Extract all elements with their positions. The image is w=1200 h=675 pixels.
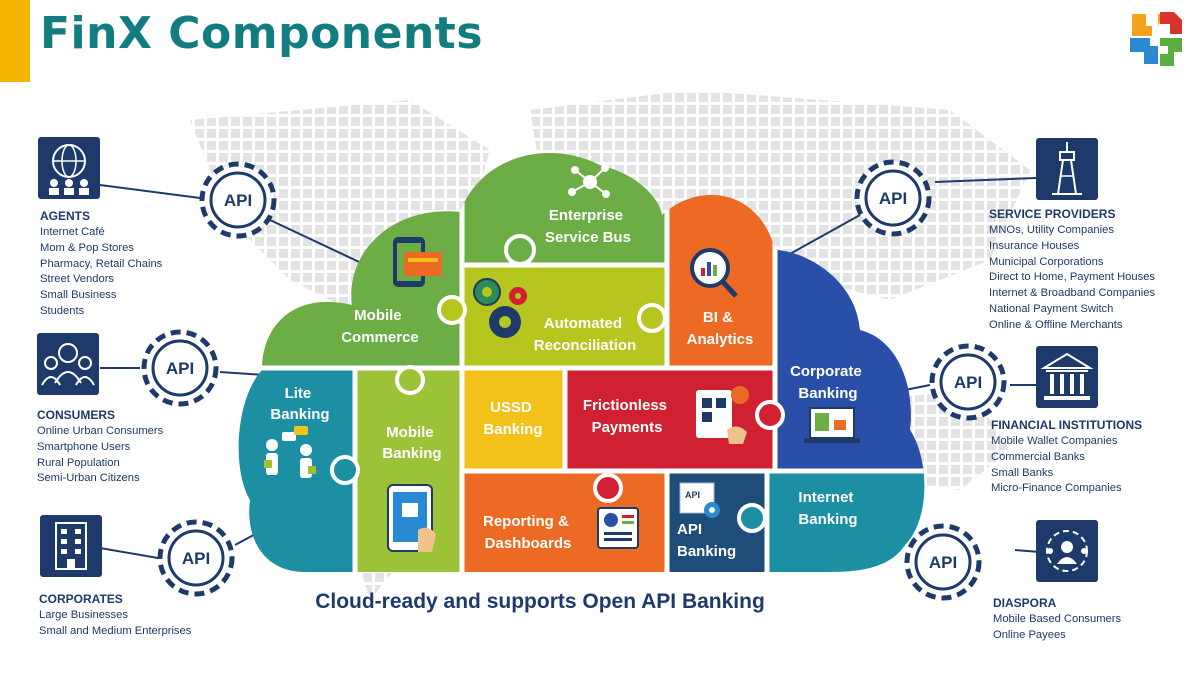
building-icon: [40, 515, 102, 577]
bank-icon: [1036, 346, 1098, 408]
api-gear-service-providers: API: [854, 159, 932, 237]
puzzle-knobs: [330, 234, 785, 533]
group-title-service-providers: SERVICE PROVIDERS: [989, 207, 1116, 221]
list-item: Pharmacy, Retail Chains: [40, 257, 163, 270]
segment-ussd-banking: [462, 368, 565, 471]
svg-text:API: API: [685, 490, 700, 500]
group-title-agents: AGENTS: [40, 209, 91, 223]
list-item: Online Payees: [993, 628, 1066, 641]
list-item: Online & Offline Merchants: [989, 318, 1123, 331]
group-title-consumers: CONSUMERS: [37, 408, 116, 422]
segment-frictionless-payments: [565, 368, 775, 471]
group-service-providers: SERVICE PROVIDERS MNOs, Utility Companie…: [989, 207, 1155, 334]
list-item: Direct to Home, Payment Houses: [989, 271, 1156, 284]
group-agents: AGENTS Internet Café Mom & Pop Stores Ph…: [40, 209, 162, 320]
api-gear-diaspora: API: [904, 523, 982, 601]
list-item: Students: [40, 304, 85, 317]
segment-label-bi-analytics: BI & Analytics: [687, 309, 754, 348]
global-network-icon: [1036, 520, 1098, 582]
api-gear-consumers: API: [141, 329, 219, 407]
page-title: FinX Components: [40, 8, 484, 59]
list-item: National Payment Switch: [989, 302, 1114, 315]
group-diaspora: DIASPORA Mobile Based Consumers Online P…: [993, 596, 1121, 644]
group-corporates: CORPORATES Large Businesses Small and Me…: [39, 592, 191, 640]
segment-label-automated-reconciliation: Automated Reconciliation: [534, 315, 637, 354]
group-title-diaspora: DIASPORA: [993, 596, 1057, 610]
list-item: Rural Population: [37, 456, 120, 469]
api-gear-financial-institutions: API: [929, 343, 1007, 421]
list-item: Small Business: [40, 289, 117, 302]
mobile-banking-phone-icon: [387, 484, 436, 552]
list-item: Commercial Banks: [991, 450, 1085, 463]
report-dashboard-icon: [597, 507, 639, 549]
qr-payment-phone-icon: [696, 386, 749, 444]
two-people-talking-icon: [264, 426, 316, 478]
segment-label-mobile-banking: Mobile Banking: [382, 424, 441, 462]
segment-label-enterprise-service-bus: Enterprise Service Bus: [545, 207, 631, 246]
list-item: Insurance Houses: [989, 239, 1080, 252]
people-icon: [37, 333, 99, 395]
segment-label-mobile-commerce: Mobile Commerce: [341, 307, 419, 346]
api-gear-corporates: API: [157, 519, 235, 597]
list-item: Online Urban Consumers: [37, 425, 164, 437]
segment-enterprise-service-bus: [462, 153, 667, 265]
list-item: Semi-Urban Citizens: [37, 472, 140, 485]
list-item: Mobile Wallet Companies: [991, 435, 1118, 447]
list-item: Small and Medium Enterprises: [39, 624, 192, 637]
list-item: Mobile Based Consumers: [993, 613, 1122, 625]
list-item: Mom & Pop Stores: [40, 241, 134, 254]
segment-label-frictionless-payments: Frictionless Payments: [583, 397, 671, 436]
segment-label-internet-banking: Internet Banking: [798, 489, 857, 528]
list-item: Street Vendors: [40, 273, 115, 286]
svg-text:API: API: [224, 191, 252, 210]
segment-label-corporate-banking: Corporate Banking: [790, 363, 866, 402]
list-item: Internet Café: [40, 226, 105, 238]
gears-icon: [473, 278, 527, 338]
bus-network-icon: [568, 164, 610, 198]
svg-text:API: API: [954, 373, 982, 392]
list-item: MNOs, Utility Companies: [989, 224, 1114, 236]
group-financial-institutions: FINANCIAL INSTITUTIONS Mobile Wallet Com…: [991, 418, 1142, 497]
company-logo: [1130, 12, 1182, 66]
group-title-corporates: CORPORATES: [39, 592, 123, 606]
segment-label-reporting-dashboards: Reporting & Dashboards: [483, 513, 573, 552]
svg-text:API: API: [182, 549, 210, 568]
list-item: Micro-Finance Companies: [991, 482, 1122, 495]
api-gear-icon: API: [679, 482, 720, 518]
group-title-financial-institutions: FINANCIAL INSTITUTIONS: [991, 418, 1143, 432]
list-item: Smartphone Users: [37, 440, 131, 453]
analytics-magnifier-icon: [690, 248, 738, 298]
segment-label-ussd-banking: USSD Banking: [483, 399, 542, 438]
svg-text:API: API: [166, 359, 194, 378]
globe-people-icon: [38, 137, 100, 199]
list-item: Internet & Broadband Companies: [989, 287, 1156, 300]
accent-bar: [0, 0, 30, 82]
list-item: Large Businesses: [39, 609, 128, 621]
group-consumers: CONSUMERS Online Urban Consumers Smartph…: [37, 408, 163, 487]
svg-text:API: API: [879, 189, 907, 208]
svg-text:API: API: [929, 553, 957, 572]
laptop-dollar-icon: [804, 407, 860, 443]
tower-icon: [1036, 138, 1098, 200]
api-gear-agents: API: [199, 161, 277, 239]
segment-label-lite-banking: Lite Banking: [270, 385, 329, 423]
diagram-caption: Cloud-ready and supports Open API Bankin…: [315, 590, 765, 613]
mobile-phone-card-icon: [393, 237, 442, 287]
list-item: Municipal Corporations: [989, 255, 1104, 268]
segment-label-api-banking: API Banking: [677, 521, 736, 560]
list-item: Small Banks: [991, 466, 1054, 479]
